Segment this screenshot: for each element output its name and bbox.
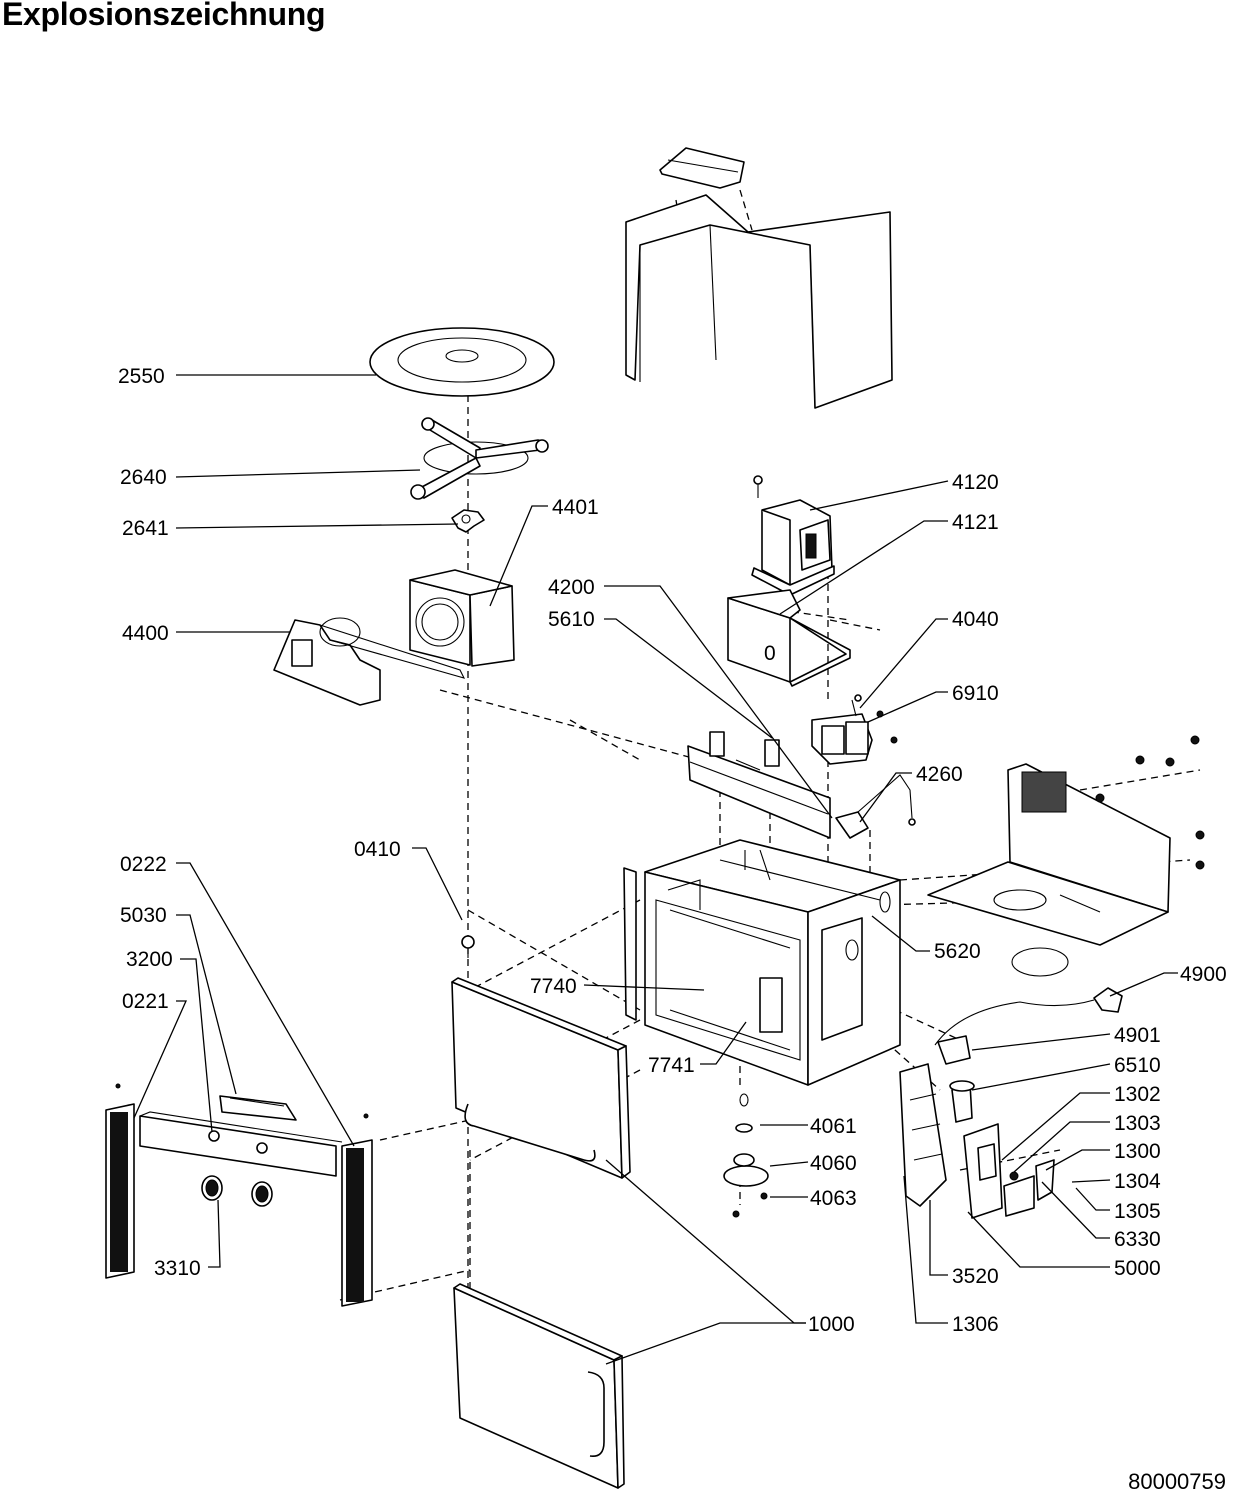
turntable-coupler — [451, 509, 485, 533]
part-number-labels: 2550 2640 2641 4401 4400 4120 4121 4200 … — [118, 365, 1227, 1336]
part-label-4400: 4400 — [122, 622, 169, 645]
transformer — [751, 475, 835, 596]
part-label-2641: 2641 — [122, 517, 169, 540]
switch-holder-bracket — [899, 1063, 1055, 1219]
oven-door-upper — [451, 977, 631, 1179]
part-label-5000: 5000 — [1114, 1257, 1161, 1280]
part-label-3520: 3520 — [952, 1265, 999, 1288]
part-label-1000: 1000 — [808, 1313, 855, 1336]
diode-mounting-bracket — [687, 731, 831, 839]
roller-ring — [410, 417, 549, 500]
part-label-4260: 4260 — [916, 763, 963, 786]
part-label-0222: 0222 — [120, 853, 167, 876]
part-label-5620: 5620 — [934, 940, 981, 963]
part-label-1300: 1300 — [1114, 1140, 1161, 1163]
part-label-1306: 1306 — [952, 1313, 999, 1336]
stirrer-motor — [723, 1093, 769, 1218]
part-label-4200: 4200 — [548, 576, 595, 599]
part-label-4061: 4061 — [810, 1115, 857, 1138]
oven-door-lower — [453, 1283, 625, 1489]
part-label-1305: 1305 — [1114, 1200, 1161, 1223]
transformer-bracket: 0 — [727, 589, 851, 687]
control-knob-right — [251, 1181, 273, 1207]
part-label-4040: 4040 — [952, 608, 999, 631]
part-label-6330: 6330 — [1114, 1228, 1161, 1251]
rear-back-panel — [927, 735, 1205, 977]
leader-lines — [133, 374, 1178, 1365]
part-label-3200: 3200 — [126, 948, 173, 971]
top-cover-housing — [625, 147, 893, 409]
part-label-4901: 4901 — [1114, 1024, 1161, 1047]
document-number: 80000759 — [1128, 1469, 1226, 1494]
part-label-4060: 4060 — [810, 1152, 857, 1175]
part-label-4121: 4121 — [952, 511, 999, 534]
part-label-7741: 7741 — [648, 1054, 695, 1077]
turntable-glass-plate — [369, 327, 555, 397]
magnetron-unit — [811, 694, 898, 765]
part-label-5030: 5030 — [120, 904, 167, 927]
part-label-6510: 6510 — [1114, 1054, 1161, 1077]
page-title: Explosionszeichnung — [2, 0, 326, 32]
part-label-4900: 4900 — [1180, 963, 1227, 986]
part-label-4401: 4401 — [552, 496, 599, 519]
control-panel-frame — [105, 1083, 373, 1307]
high-voltage-capacitor — [835, 774, 916, 839]
part-label-1304: 1304 — [1114, 1170, 1161, 1193]
part-label-2640: 2640 — [120, 466, 167, 489]
oven-cavity — [623, 839, 901, 1086]
part-label-1302: 1302 — [1114, 1083, 1161, 1106]
thermal-fuse — [949, 1080, 975, 1123]
part-label-0221: 0221 — [122, 990, 169, 1013]
part-label-3310: 3310 — [154, 1257, 201, 1280]
part-label-6910: 6910 — [952, 682, 999, 705]
fan-motor-assembly — [273, 569, 515, 706]
control-knob-left — [201, 1175, 223, 1201]
part-label-5610: 5610 — [548, 608, 595, 631]
part-label-4063: 4063 — [810, 1187, 857, 1210]
part-label-7740: 7740 — [530, 975, 577, 998]
part-label-1303: 1303 — [1114, 1112, 1161, 1135]
svg-text:0: 0 — [764, 642, 776, 665]
part-label-2550: 2550 — [118, 365, 165, 388]
fastening-screw — [461, 935, 475, 958]
part-label-0410: 0410 — [354, 838, 401, 861]
lamp-cover — [937, 1035, 971, 1065]
part-label-4120: 4120 — [952, 471, 999, 494]
